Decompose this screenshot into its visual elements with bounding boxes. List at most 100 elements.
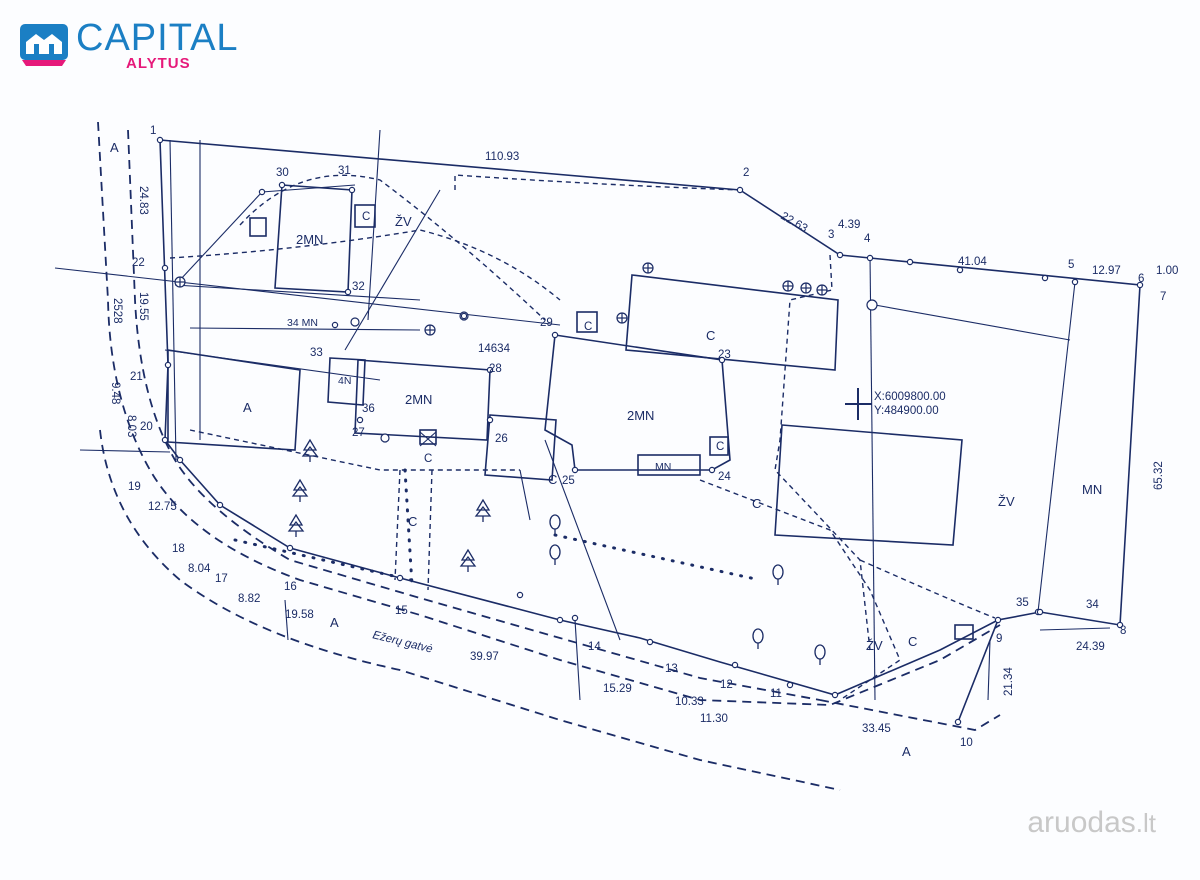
survey-point-marker — [736, 186, 744, 194]
point-label: 34 — [1086, 599, 1099, 611]
distance-label: 11.30 — [700, 713, 728, 725]
survey-point-marker — [161, 436, 169, 444]
well-icon — [816, 284, 828, 296]
point-label: 5 — [1068, 259, 1074, 271]
point-label: 20 — [140, 421, 153, 433]
survey-point-marker — [956, 266, 964, 274]
point-label: 7 — [1160, 291, 1166, 303]
logo-subtitle: ALYTUS — [126, 55, 191, 72]
point-label: 33 — [310, 347, 323, 359]
survey-point-marker — [1071, 278, 1079, 286]
point-label: 27 — [352, 427, 365, 439]
survey-point-marker — [994, 616, 1002, 624]
point-label: 3 — [828, 229, 834, 241]
building-4n — [327, 357, 366, 406]
distance-label: 8.03 — [125, 415, 137, 437]
point-label: 18 — [172, 543, 185, 555]
zone-label-c: C — [362, 211, 370, 223]
survey-point-marker — [571, 466, 579, 474]
point-label: 28 — [489, 363, 502, 375]
point-label: 16 — [284, 581, 297, 593]
zone-label-c: C — [424, 453, 432, 465]
point-label: 2 — [743, 167, 749, 179]
zone-label-c: C — [752, 496, 761, 511]
building-a — [167, 349, 301, 451]
conifer-tree-icon — [459, 548, 477, 572]
survey-point-marker — [551, 331, 559, 339]
zone-label-a: A — [330, 615, 339, 630]
building-label-2mn: 2MN — [296, 232, 323, 247]
well-icon — [350, 317, 360, 327]
point-label: 25 — [562, 475, 575, 487]
deciduous-tree-icon — [549, 544, 561, 565]
point-label: 9 — [996, 633, 1002, 645]
point-label: 30 — [276, 167, 289, 179]
survey-point-marker — [348, 186, 356, 194]
point-label: 19 — [128, 481, 141, 493]
survey-point-marker — [486, 366, 494, 374]
survey-point-marker — [286, 544, 294, 552]
distance-label: 41.04 — [958, 256, 987, 268]
survey-point-marker — [731, 661, 739, 669]
survey-point-marker — [344, 288, 352, 296]
point-label: 26 — [495, 433, 508, 445]
survey-point-marker — [356, 416, 364, 424]
well-icon — [642, 262, 654, 274]
building-label-2mn: 2MN — [627, 408, 654, 423]
point-label: 14 — [588, 641, 601, 653]
survey-point-marker — [836, 251, 844, 259]
survey-point-marker — [161, 264, 169, 272]
point-label: 22 — [132, 257, 145, 269]
survey-point-marker — [708, 466, 716, 474]
zone-label-c: C — [584, 321, 592, 333]
deciduous-tree-icon — [752, 628, 764, 649]
building-annex — [484, 414, 557, 481]
point-label: 10 — [960, 737, 973, 749]
building-2mn-main — [544, 334, 731, 471]
distance-label: 19.58 — [285, 609, 314, 621]
zone-label-zv: ŽV — [866, 638, 883, 653]
survey-point-marker — [1116, 621, 1124, 629]
utility-symbols — [174, 262, 878, 443]
utility-lines — [54, 129, 1111, 701]
building-label-2mn: 2MN — [405, 392, 432, 407]
distance-label: 24.83 — [137, 186, 149, 215]
distance-label: 4.39 — [838, 219, 860, 231]
zone-label-zv: ŽV — [998, 494, 1015, 509]
conifer-tree-icon — [287, 513, 305, 537]
point-label: 24 — [718, 471, 731, 483]
survey-point-marker — [516, 591, 524, 599]
deciduous-tree-icon — [549, 514, 561, 535]
zone-label-a: A — [902, 744, 911, 759]
survey-points — [156, 136, 1144, 726]
distance-label: 24.39 — [1076, 641, 1105, 653]
coordinate-y: Y:484900.00 — [874, 405, 939, 417]
point-label: 15 — [395, 605, 408, 617]
distance-label: 110.93 — [485, 151, 519, 163]
survey-point-marker — [486, 416, 494, 424]
survey-point-marker — [258, 188, 266, 196]
dotted-lines — [233, 468, 762, 587]
point-label: 11 — [770, 688, 782, 700]
distance-label: 1.00 — [1156, 265, 1178, 277]
parcel-number: 14634 — [478, 343, 511, 355]
survey-point-marker — [866, 254, 874, 262]
survey-point-marker — [786, 681, 794, 689]
parcel-boundary — [159, 139, 1141, 723]
survey-point-marker — [718, 356, 726, 364]
distance-label: 9.48 — [109, 382, 121, 404]
point-label: 32 — [352, 281, 365, 293]
distance-label: 19.55 — [137, 292, 149, 321]
distance-label: 33.45 — [862, 723, 891, 735]
survey-point-marker — [1041, 274, 1049, 282]
tree-symbols — [287, 438, 826, 665]
conifer-tree-icon — [291, 478, 309, 502]
coordinate-x: X:6009800.00 — [874, 391, 946, 403]
survey-point-marker — [460, 312, 468, 320]
survey-point-marker — [831, 691, 839, 699]
well-icon — [380, 433, 390, 443]
point-number-labels: 1 2 3 4 5 6 7 8 9 10 11 12 13 14 15 16 1… — [128, 125, 1166, 749]
point-label: 23 — [718, 349, 731, 361]
watermark-name: aruodas — [1027, 806, 1136, 839]
